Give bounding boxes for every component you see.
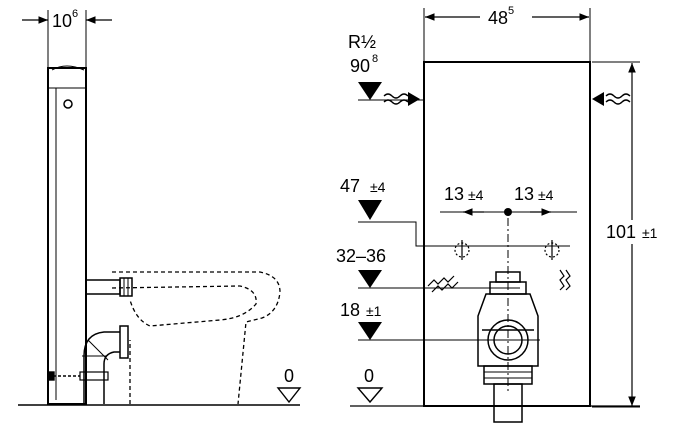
module-side <box>47 65 87 405</box>
height-dim-label: 101 <box>606 222 636 242</box>
fixing-height-tol: ±4 <box>370 179 386 195</box>
anchor-bolts <box>427 240 571 293</box>
drain-fitting-front <box>477 271 539 423</box>
drain-elbow-side <box>79 325 129 404</box>
height-dim-tol: ±1 <box>642 225 658 241</box>
water-height-marker <box>358 82 382 100</box>
side-view: 10 6 <box>18 8 302 406</box>
drain-center-marker <box>358 322 382 340</box>
fixing-height-label: 47 <box>340 176 360 196</box>
floor-level-marker-front: 0 <box>356 366 384 404</box>
fixing-offset-right-label: 13 <box>514 184 534 204</box>
flush-button-side <box>63 99 73 109</box>
water-thread-label: R½ <box>348 32 376 52</box>
front-view: 48 5 101 ±1 R½ 90 8 <box>336 5 658 423</box>
squiggle-right-icon <box>559 269 565 291</box>
center-point <box>504 208 512 216</box>
width-dim-sup: 5 <box>508 5 514 17</box>
floor-level-marker-side: 0 <box>276 366 302 404</box>
width-dimension: 48 5 <box>423 5 591 64</box>
squiggle-left-icon <box>427 275 455 287</box>
fixing-offset-left-tol: ±4 <box>468 187 484 203</box>
toilet-bowl-side <box>111 271 281 405</box>
flush-connector-side <box>85 277 133 297</box>
water-inlet-right-icon <box>592 92 631 106</box>
floor-level-front-label: 0 <box>364 366 374 386</box>
drain-center-height-tol: ±1 <box>366 303 382 319</box>
water-inlet-left-icon <box>383 92 420 106</box>
fixing-offset-left-label: 13 <box>444 184 464 204</box>
depth-dim-label: 10 <box>52 11 72 31</box>
fixing-offset-right-tol: ±4 <box>538 187 554 203</box>
depth-dimension: 10 6 <box>22 8 112 70</box>
drain-center-height-label: 18 <box>340 300 360 320</box>
drain-height-range-label: 32–36 <box>336 246 386 266</box>
fixing-bracket-side <box>47 371 80 381</box>
width-dim-label: 48 <box>488 8 508 28</box>
height-dimension: 101 ±1 <box>592 61 658 408</box>
depth-dim-sup: 6 <box>72 8 78 20</box>
floor-level-side-label: 0 <box>284 366 294 386</box>
water-height-sup: 8 <box>372 53 378 65</box>
fixing-height-marker <box>358 200 382 220</box>
water-height-label: 90 <box>350 56 370 76</box>
fixing-dimensions: 47 ±4 13 ±4 13 ±4 <box>340 176 577 392</box>
drain-range: 32–36 <box>336 246 520 289</box>
drain-range-marker <box>358 270 382 288</box>
water-connection: R½ 90 8 <box>348 32 631 106</box>
drain-center: 18 ±1 <box>340 300 540 341</box>
